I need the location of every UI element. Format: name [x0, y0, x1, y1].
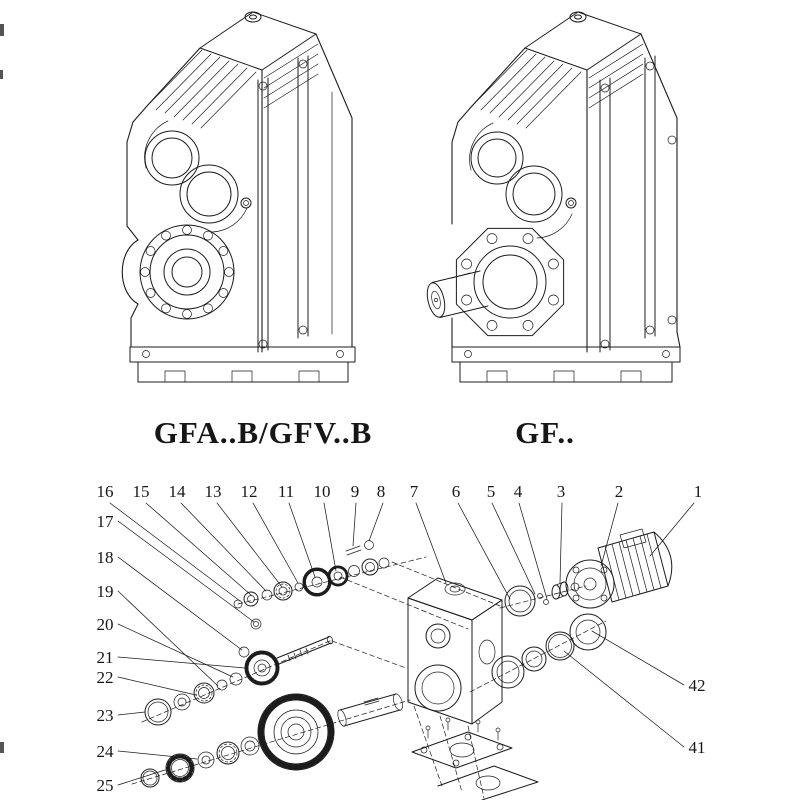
callout-4: 4 [514, 482, 523, 501]
input-bore-circles [469, 122, 577, 239]
callout-41: 41 [689, 738, 706, 757]
callout-3: 3 [557, 482, 566, 501]
exploded-view: 16 15 14 13 12 11 10 9 8 7 6 5 4 3 2 1 1… [97, 482, 706, 800]
output-flange [455, 227, 565, 337]
gearbox-hollow-shaft-drawing [121, 11, 356, 383]
callout-17: 17 [97, 512, 115, 531]
gasket-plates [411, 717, 539, 800]
cooling-fins [471, 43, 644, 129]
gearbox-solid-shaft-drawing [426, 11, 681, 383]
callout-18: 18 [97, 548, 114, 567]
housing-outline [121, 33, 353, 353]
callout-6: 6 [452, 482, 461, 501]
pinion-splines [287, 647, 309, 662]
top-face [524, 11, 642, 71]
callout-25: 25 [97, 776, 114, 795]
callout-8: 8 [377, 482, 386, 501]
callout-7: 7 [410, 482, 419, 501]
output-bearing [139, 224, 235, 320]
cover-bolts [425, 717, 501, 741]
output-shaft-parts [140, 693, 403, 788]
model-label-right: GF.. [515, 415, 575, 450]
input-bore-circles [144, 120, 252, 233]
intermediate-shaft-parts [144, 618, 334, 726]
callout-numbers: 16 15 14 13 12 11 10 9 8 7 6 5 4 3 2 1 1… [97, 482, 706, 795]
callout-23: 23 [97, 706, 114, 725]
callout-2: 2 [615, 482, 624, 501]
callout-9: 9 [351, 482, 360, 501]
motor-adapter-parts [504, 581, 580, 617]
leader-lines [109, 502, 695, 786]
callout-21: 21 [97, 648, 114, 667]
bearing-cover-parts [491, 613, 607, 689]
callout-14: 14 [169, 482, 187, 501]
output-shaft [426, 270, 489, 318]
callout-13: 13 [205, 482, 222, 501]
scan-artifacts [0, 24, 4, 753]
electric-motor [565, 528, 673, 609]
top-face [199, 11, 317, 71]
model-label-left: GFA..B/GFV..B [154, 415, 373, 450]
housing-base [451, 346, 681, 383]
bearing-rollers [140, 225, 234, 319]
housing-outline [451, 33, 681, 353]
callout-19: 19 [97, 582, 114, 601]
callout-24: 24 [97, 742, 115, 761]
callout-1: 1 [694, 482, 703, 501]
callout-20: 20 [97, 615, 114, 634]
callout-15: 15 [133, 482, 150, 501]
cooling-fins [146, 43, 319, 129]
motor-flange-bolts [572, 566, 608, 602]
callout-5: 5 [487, 482, 496, 501]
gear-housing [407, 577, 503, 725]
callout-12: 12 [241, 482, 258, 501]
callout-42: 42 [689, 676, 706, 695]
mounting-straps [257, 55, 333, 353]
housing-base [129, 346, 356, 383]
callout-16: 16 [97, 482, 114, 501]
callout-10: 10 [314, 482, 331, 501]
input-shaft-parts [233, 540, 390, 609]
flange-bolt-holes [461, 233, 559, 331]
side-ribs [599, 55, 677, 353]
callout-22: 22 [97, 668, 114, 687]
motor-fins [604, 533, 662, 601]
callout-11: 11 [278, 482, 294, 501]
